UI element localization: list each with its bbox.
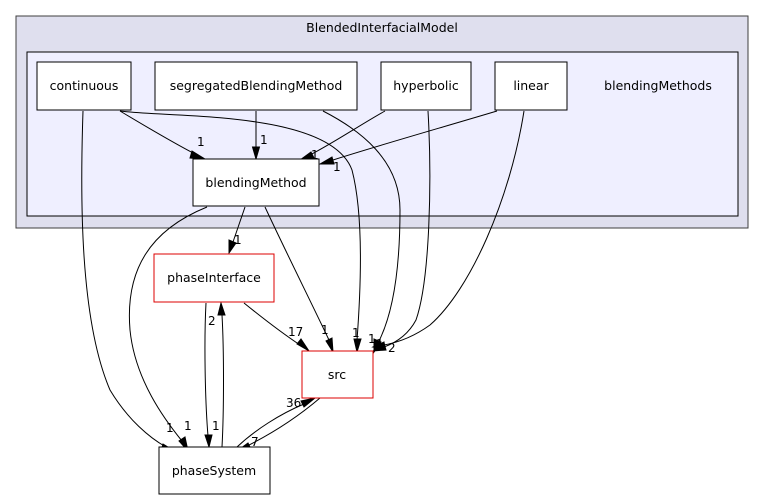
cluster-outer-label: BlendedInterfacialModel [306, 20, 458, 35]
node-label: blendingMethod [205, 175, 306, 190]
edge-linear-blendingmethod: 1 [318, 110, 498, 174]
edge-phaseinterface-src: 17 [243, 302, 310, 352]
edge-blendingmethod-src: 1 [264, 206, 334, 353]
edge-label: 1 [184, 419, 192, 433]
node-continuous[interactable]: continuous [36, 61, 132, 111]
edge-phasesystem-src: 36 [236, 396, 316, 448]
node-label: continuous [50, 78, 119, 93]
edge-label: 1 [352, 326, 360, 340]
edge-label: 2 [388, 341, 396, 355]
edge-hyperbolic-blendingmethod: 1 [299, 110, 386, 162]
edge-blendingmethod-phasesystem: 1 [128, 206, 208, 453]
node-linear[interactable]: linear [494, 61, 568, 111]
edge-label: 7 [251, 435, 259, 449]
node-label: phaseSystem [172, 463, 256, 478]
node-label: hyperbolic [393, 78, 459, 93]
edge-phaseinterface-phasesystem: 1 [204, 302, 220, 449]
edge-label: 17 [288, 325, 303, 339]
edge-label: 2 [208, 314, 216, 328]
node-blending-method[interactable]: blendingMethod [192, 158, 320, 207]
edge-label: 1 [212, 419, 220, 433]
node-hyperbolic[interactable]: hyperbolic [380, 61, 472, 111]
edge-label: 1 [368, 332, 376, 346]
edge-phasesystem-phaseinterface: 2 [208, 301, 226, 448]
edge-label: 1 [311, 148, 319, 162]
edge-label: 1 [197, 135, 205, 149]
edge-src-phasesystem: 7 [236, 397, 321, 452]
node-label: linear [513, 78, 549, 93]
edge-label: 36 [286, 396, 301, 410]
node-segregated-blending-method[interactable]: segregatedBlendingMethod [154, 61, 358, 111]
edge-label: 1 [234, 233, 242, 247]
node-label: phaseInterface [167, 270, 261, 285]
node-src[interactable]: src [301, 350, 374, 399]
node-phase-interface[interactable]: phaseInterface [153, 253, 275, 303]
edges: 1 1 1 1 1 1 [81, 110, 525, 453]
cluster-inner-label: blendingMethods [604, 78, 712, 93]
edge-label: 1 [166, 421, 174, 435]
edge-label: 1 [260, 133, 268, 147]
edge-label: 1 [321, 323, 329, 337]
node-phase-system[interactable]: phaseSystem [158, 446, 271, 495]
edge-continuous-blendingmethod: 1 [119, 110, 206, 160]
node-label: segregatedBlendingMethod [170, 78, 343, 93]
edge-linear-src: 2 [371, 110, 525, 355]
edge-segregated-blendingmethod: 1 [251, 111, 268, 161]
edge-blendingmethod-phaseinterface: 1 [228, 206, 246, 255]
edge-continuous-src: 1 [119, 110, 362, 354]
edge-label: 1 [333, 160, 341, 174]
node-label: src [328, 367, 346, 382]
